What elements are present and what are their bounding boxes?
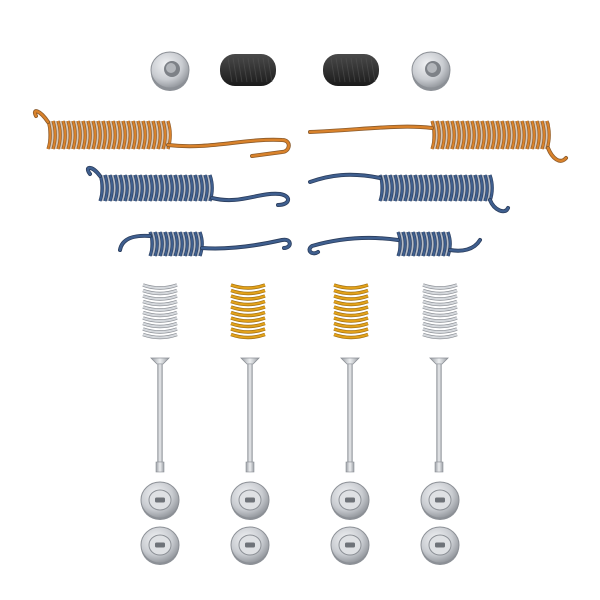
hold-down-cup-washer-1: [140, 481, 180, 520]
return-spring-blue-small-left: [118, 231, 292, 257]
hold-down-cup-washer-5: [140, 526, 180, 565]
hold-down-cup-washer-3: [330, 481, 370, 520]
hold-down-cup-washer-8: [420, 526, 460, 565]
hold-down-cup-washer-6: [230, 526, 270, 565]
hold-down-spring-zinc-2: [422, 283, 458, 340]
hold-down-pin-4: [429, 357, 449, 473]
hold-down-pin-3: [340, 357, 360, 473]
return-spring-blue-small-right: [307, 231, 482, 257]
rubber-plug-2: [323, 54, 379, 86]
hold-down-pin-2: [240, 357, 260, 473]
return-spring-blue-large-left: [85, 165, 290, 207]
return-spring-orange-left: [33, 109, 291, 158]
return-spring-orange-right: [308, 120, 568, 163]
return-spring-blue-large-right: [308, 172, 510, 214]
hold-down-cup-washer-4: [420, 481, 460, 520]
hold-down-spring-gold-1: [230, 283, 266, 340]
hold-down-spring-zinc-1: [142, 283, 178, 340]
hold-down-pin-1: [150, 357, 170, 473]
hold-down-spring-gold-2: [333, 283, 369, 340]
hold-down-cup-washer-2: [230, 481, 270, 520]
bushing-2: [411, 51, 451, 91]
bushing-1: [150, 51, 190, 91]
rubber-plug-1: [220, 54, 276, 86]
hold-down-cup-washer-7: [330, 526, 370, 565]
